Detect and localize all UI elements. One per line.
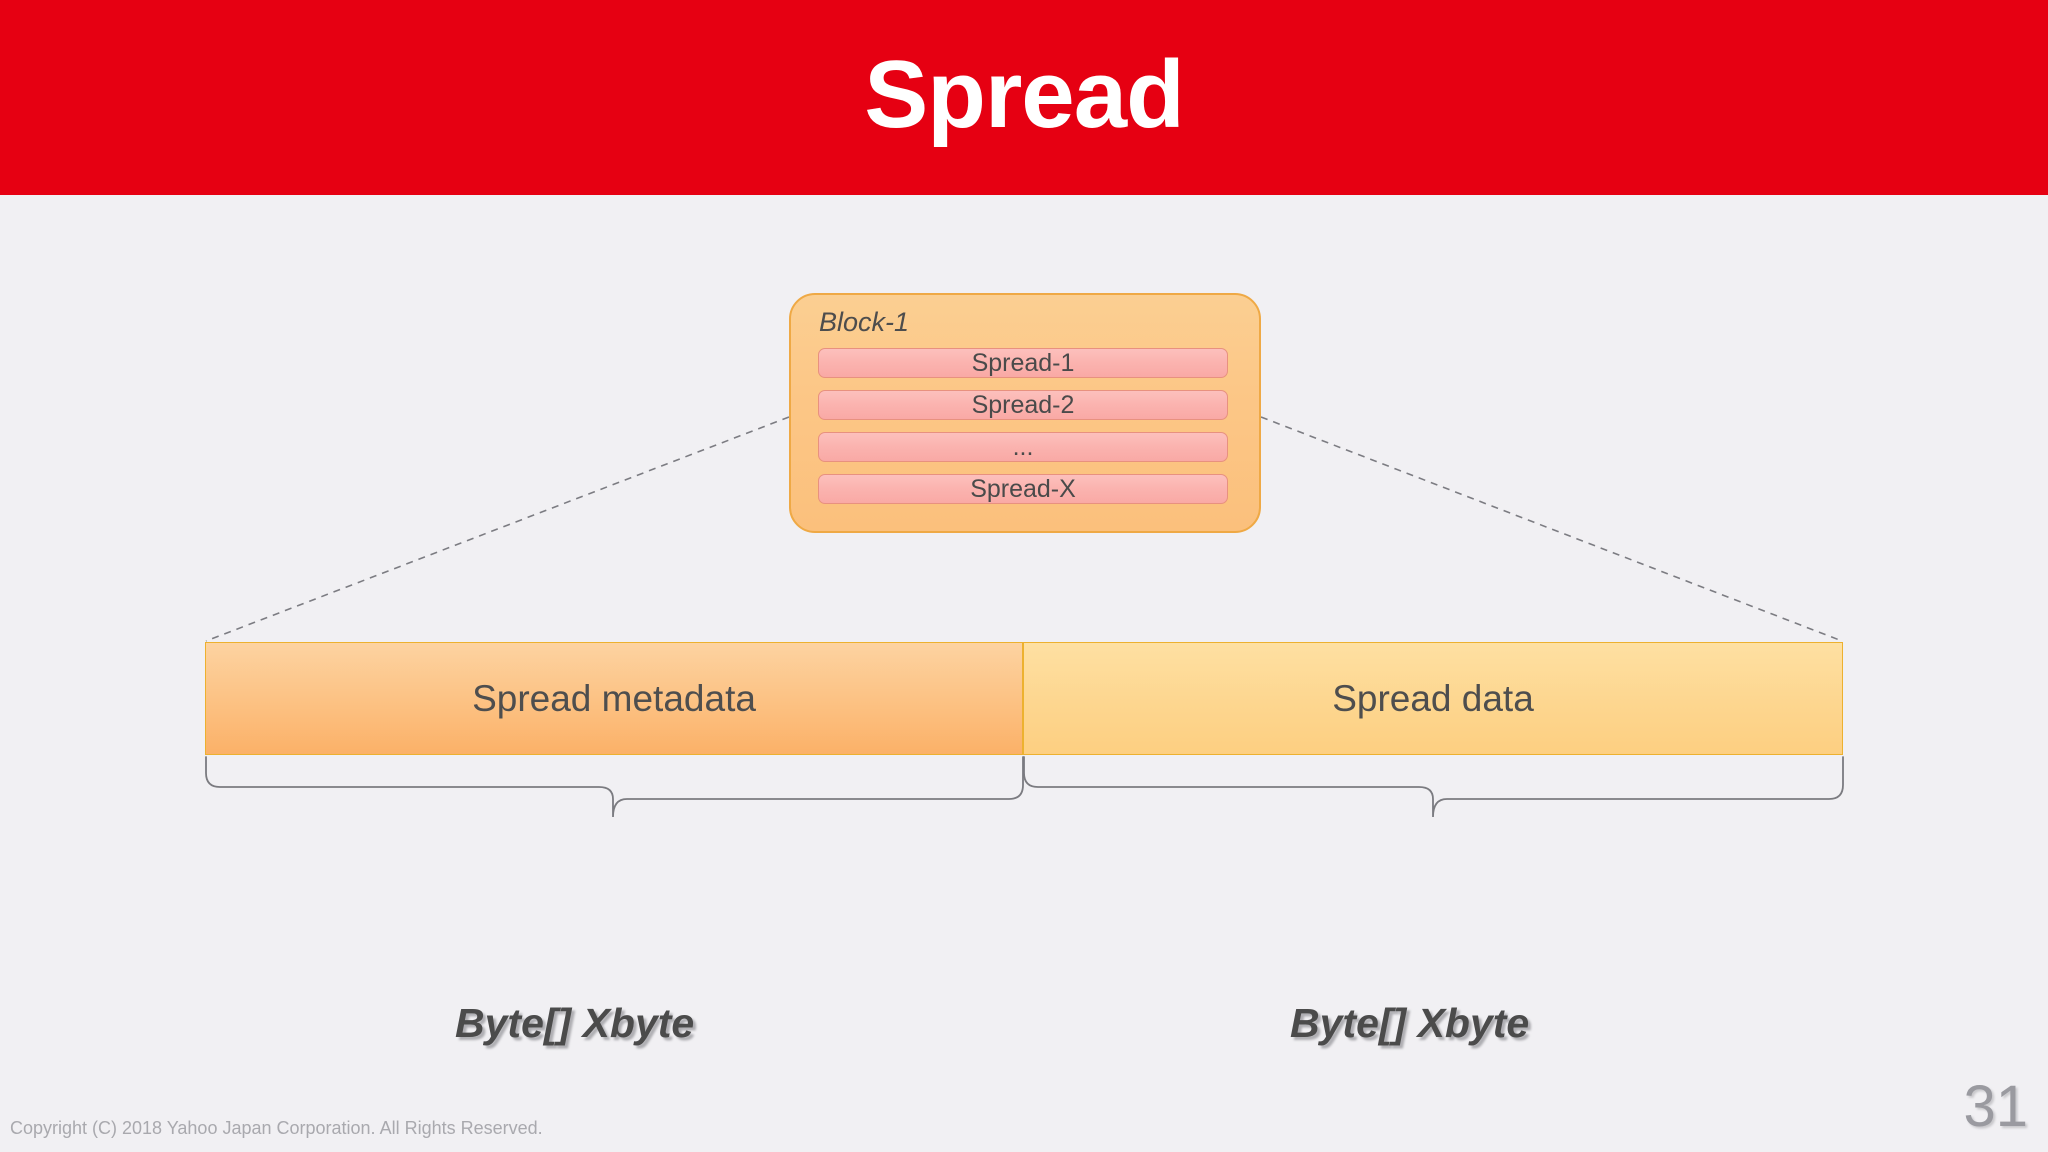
block-label: Block-1 bbox=[819, 307, 910, 337]
spread-row-label: Spread-2 bbox=[971, 390, 1075, 419]
spread-row-label: Spread-X bbox=[970, 474, 1076, 503]
brace-label-right: Byte[] Xbyte bbox=[1290, 1000, 1530, 1046]
segment-bar-data: Spread data bbox=[1023, 642, 1843, 755]
spread-row-label: Spread-1 bbox=[971, 348, 1075, 377]
segment-bar-metadata: Spread metadata bbox=[205, 642, 1023, 755]
spread-row: Spread-2 bbox=[818, 390, 1228, 420]
spread-row-list: Spread-1 Spread-2 ... Spread-X bbox=[818, 348, 1228, 504]
copyright-notice: Copyright (C) 2018 Yahoo Japan Corporati… bbox=[10, 1118, 543, 1138]
connector-line-left bbox=[205, 416, 790, 642]
spread-row: ... bbox=[818, 432, 1228, 462]
block-container: Block-1 Spread-1 Spread-2 ... Spread-X bbox=[789, 293, 1261, 533]
brace-left bbox=[205, 756, 1024, 818]
page-title: Spread bbox=[864, 40, 1184, 148]
spread-row: Spread-X bbox=[818, 474, 1228, 504]
spread-row: Spread-1 bbox=[818, 348, 1228, 378]
slide-body: Block-1 Spread-1 Spread-2 ... Spread-X S… bbox=[0, 195, 2048, 1152]
connector-line-right bbox=[1260, 416, 1843, 642]
brace-right bbox=[1023, 756, 1844, 818]
brace-label-left: Byte[] Xbyte bbox=[455, 1000, 695, 1046]
page-number: 31 bbox=[1963, 1074, 2028, 1139]
spread-row-label: ... bbox=[1012, 432, 1034, 461]
segment-bar-metadata-label: Spread metadata bbox=[472, 678, 756, 719]
title-banner: Spread bbox=[0, 0, 2048, 195]
segment-bar-data-label: Spread data bbox=[1332, 678, 1534, 719]
